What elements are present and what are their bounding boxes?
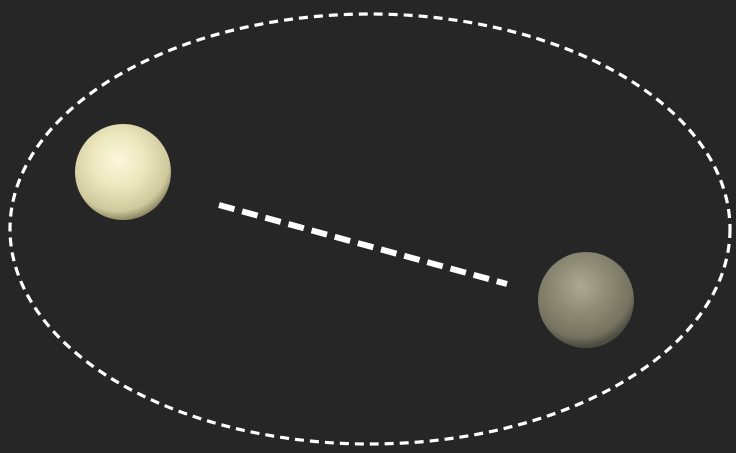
dim-sphere [538, 252, 634, 348]
bright-sphere [75, 124, 171, 220]
